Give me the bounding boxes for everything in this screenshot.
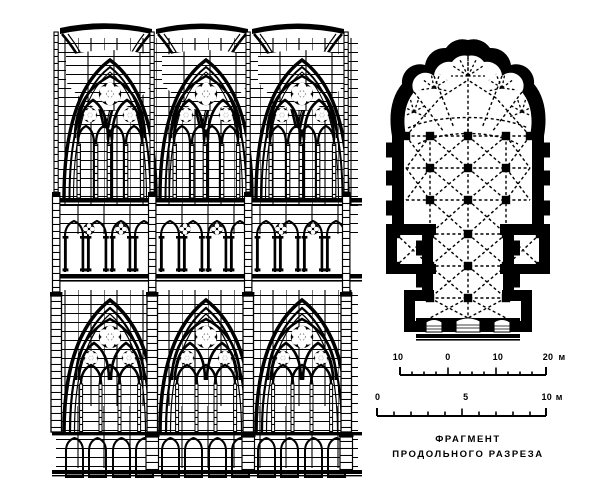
section-scale-tick-2: 10 [541, 392, 553, 402]
plan-scale-labels: 10 0 10 20 м [393, 352, 565, 365]
plan-scale-tick-2: 10 [492, 352, 504, 362]
section-scale-tick-0: 0 [374, 392, 381, 402]
section-scale-labels: 0 5 10 м [374, 392, 563, 405]
compound-piers [50, 31, 354, 471]
west-portals [416, 317, 520, 341]
plan-scale-unit: м [558, 352, 566, 362]
section-scale-bar: 0 5 10 м [374, 392, 563, 424]
floor-plan-drawing [378, 18, 558, 348]
plan-scale-tick-1: 0 [445, 352, 451, 362]
section-scale-ruler [376, 408, 547, 417]
section-scale-tick-1: 5 [463, 392, 469, 402]
section-scale-unit: м [555, 392, 563, 402]
caption-line-2: ПРОДОЛЬНОГО РАЗРЕЗА [392, 449, 544, 460]
plan-scale-ruler [399, 367, 547, 376]
caption-line-1: ФРАГМЕНТ [435, 434, 501, 445]
plan-scale-bar: 10 0 10 20 м [393, 352, 565, 382]
longitudinal-section-drawing [50, 8, 362, 479]
figure-caption: ФРАГМЕНТ ПРОДОЛЬНОГО РАЗРЕЗА [378, 432, 558, 462]
plan-scale-tick-0: 10 [392, 352, 404, 362]
apse-chapels [390, 39, 546, 136]
plan-scale-tick-3: 20 [542, 352, 554, 362]
